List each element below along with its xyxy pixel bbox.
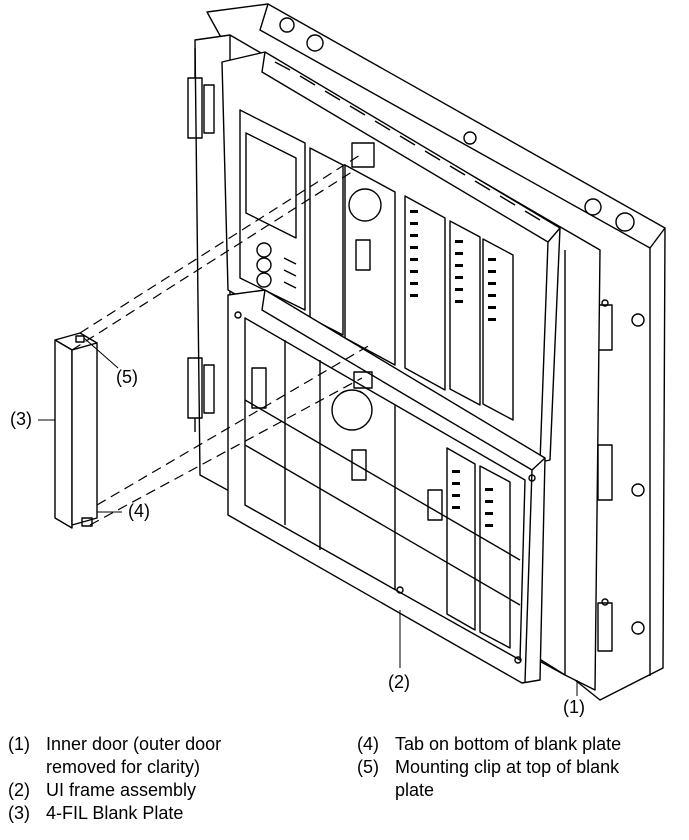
legend-item-text: Mounting clip at top of blank plate xyxy=(395,757,620,800)
legend-item-number: (5) xyxy=(357,757,379,777)
legend-right: (4) Tab on bottom of blank plate (5) Mou… xyxy=(357,733,677,802)
callout-3: (3) xyxy=(10,409,32,429)
panel-assembly-drawing xyxy=(38,3,666,701)
legend-item-text: 4-FIL Blank Plate xyxy=(46,803,184,823)
legend-left: (1) Inner door (outer door removed for c… xyxy=(8,733,318,825)
legend-item-3: (3) 4-FIL Blank Plate xyxy=(8,802,318,825)
legend-item-text: UI frame assembly xyxy=(46,780,197,800)
legend-item-number: (1) xyxy=(8,734,30,754)
callout-4: (4) xyxy=(128,501,150,521)
lower-frame xyxy=(227,289,546,684)
legend-item-4: (4) Tab on bottom of blank plate xyxy=(357,733,677,756)
callout-1: (1) xyxy=(563,697,585,717)
alignment-lines xyxy=(71,154,371,526)
upper-frame xyxy=(221,51,561,466)
led-indicators xyxy=(410,210,496,527)
callout-5: (5) xyxy=(116,367,138,387)
legend-item-number: (2) xyxy=(8,780,30,800)
legend-item-5: (5) Mounting clip at top of blank plate xyxy=(357,756,677,802)
blank-plate xyxy=(54,332,98,529)
leader-lines xyxy=(38,337,578,696)
legend-item-2: (2) UI frame assembly xyxy=(8,779,318,802)
legend-item-1: (1) Inner door (outer door removed for c… xyxy=(8,733,318,779)
legend-item-text: Tab on bottom of blank plate xyxy=(395,734,622,754)
callout-2: (2) xyxy=(388,672,410,692)
legend-item-number: (3) xyxy=(8,803,30,823)
legend-item-text: Inner door (outer door removed for clari… xyxy=(46,734,222,777)
legend-item-number: (4) xyxy=(357,734,379,754)
